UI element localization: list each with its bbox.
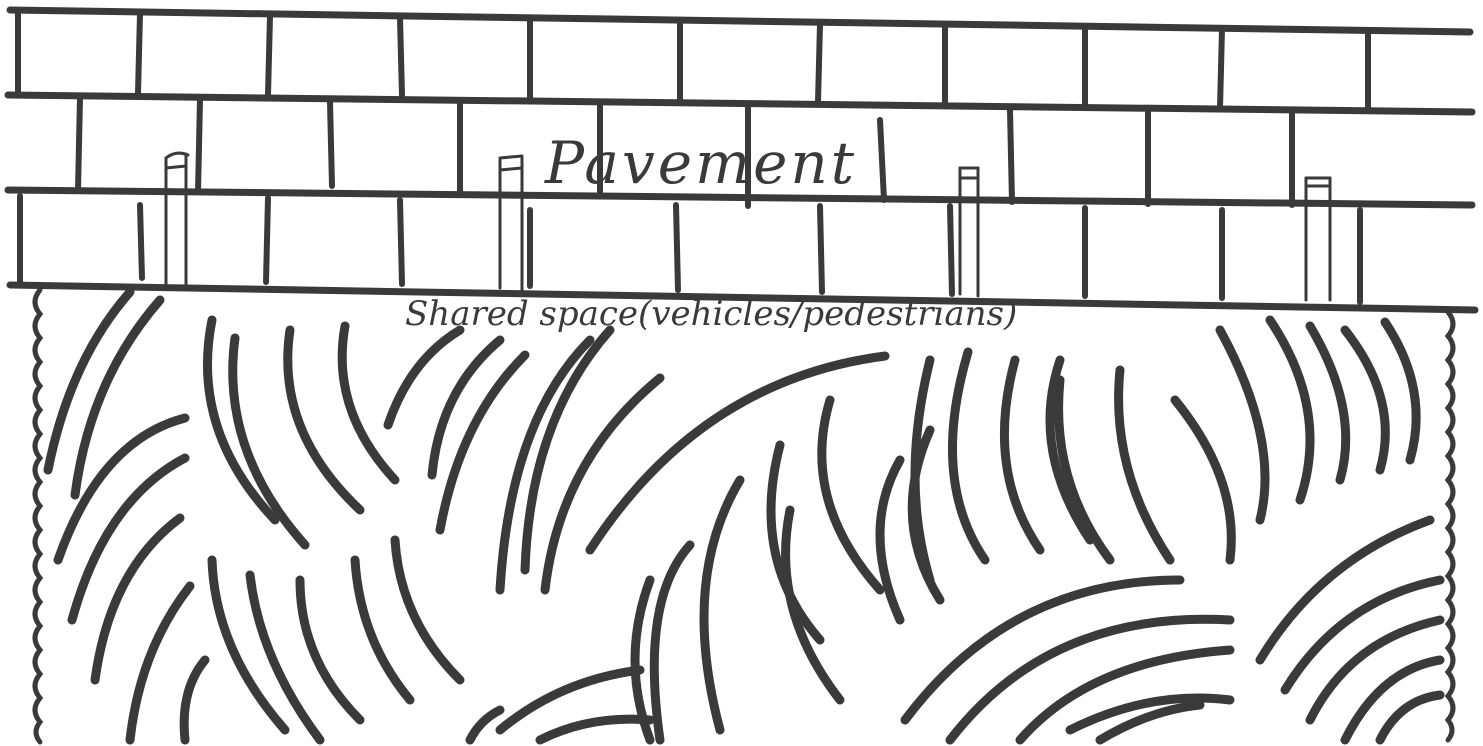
pavement-label: Pavement (544, 129, 857, 197)
shared-space-surface (35, 290, 1453, 742)
wall-course-line-1 (8, 95, 1472, 112)
left-edge (35, 290, 40, 742)
bollard-1 (166, 153, 188, 288)
right-edge (1448, 312, 1453, 740)
bollard-3 (960, 168, 978, 296)
shared-space-label: Shared space(vehicles/pedestrians) (405, 294, 1017, 334)
bollard-2 (500, 156, 522, 290)
wall-top-line (10, 10, 1470, 32)
bollard-4 (1306, 178, 1330, 300)
